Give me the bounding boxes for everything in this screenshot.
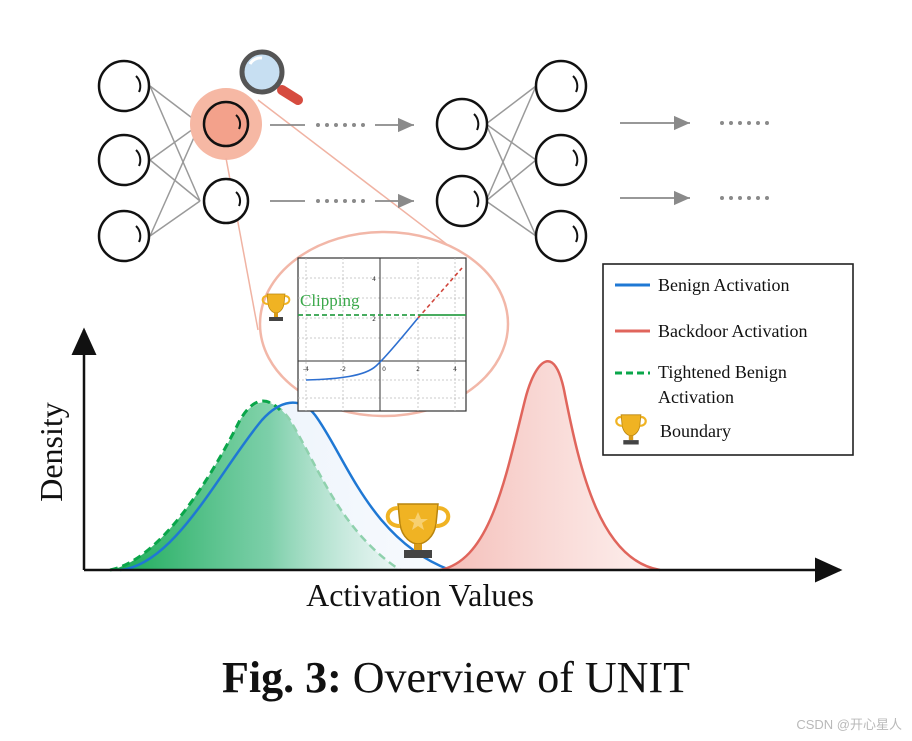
- x-axis-label: Activation Values: [306, 577, 534, 613]
- layer-arrows: [270, 115, 769, 209]
- boundary-trophy-icon: [385, 503, 451, 558]
- svg-text:Benign Activation: Benign Activation: [658, 275, 789, 295]
- inset-y-tick: 4: [372, 276, 376, 283]
- highlighted-neuron: [202, 100, 250, 148]
- legend-item-boundary: Boundary: [615, 414, 731, 445]
- y-axis-label: Density: [33, 402, 69, 502]
- inset-x-tick: -4: [303, 366, 309, 373]
- inset-grid: [298, 258, 466, 411]
- inset-x-tick: 4: [453, 366, 457, 373]
- svg-text:Tightened Benign: Tightened Benign: [658, 362, 787, 382]
- watermark: CSDN @开心星人: [796, 717, 902, 732]
- unit-overview-figure: Density Activation Values -4 -2 0 2 4 4 …: [33, 49, 854, 613]
- trophy-icon: [615, 414, 647, 445]
- neuron: [534, 59, 588, 113]
- benign-curve: [119, 401, 451, 572]
- neuron: [534, 133, 588, 187]
- neurons: [97, 59, 588, 263]
- ellipsis-dots: [720, 121, 769, 125]
- ellipsis-dots: [316, 199, 365, 203]
- neuron: [97, 59, 151, 113]
- svg-text:Boundary: Boundary: [660, 421, 731, 441]
- neuron: [534, 209, 588, 263]
- inset-y-tick: 2: [372, 316, 376, 323]
- ellipsis-dots: [720, 196, 769, 200]
- inset-x-tick: -2: [340, 366, 346, 373]
- legend: Benign Activation Backdoor Activation Ti…: [602, 263, 854, 456]
- backdoor-curve: [439, 360, 661, 572]
- legend-item-backdoor: Backdoor Activation: [615, 321, 807, 341]
- density-chart: Density Activation Values: [33, 327, 843, 613]
- ellipsis-dots: [316, 123, 365, 127]
- inset-x-tick: 0: [382, 366, 386, 373]
- neuron: [435, 97, 489, 151]
- svg-text:Activation: Activation: [658, 387, 734, 407]
- caption-label: Fig. 3:: [222, 653, 342, 702]
- neuron: [202, 177, 250, 225]
- neuron: [97, 209, 151, 263]
- tightened-benign-curve: [109, 401, 401, 572]
- tightened-benign-curve-left: [109, 399, 282, 572]
- neuron: [97, 133, 151, 187]
- svg-text:Backdoor Activation: Backdoor Activation: [658, 321, 807, 341]
- neuron: [435, 174, 489, 228]
- legend-item-benign: Benign Activation: [615, 275, 789, 295]
- backdoor-fill: [440, 361, 660, 570]
- caption-text: Overview of UNIT: [352, 653, 690, 702]
- clipping-label: Clipping: [300, 291, 360, 310]
- figure-caption: Fig. 3: Overview of UNIT: [0, 652, 912, 703]
- trophy-icon: [261, 293, 291, 321]
- legend-item-tightened: Tightened Benign Activation: [615, 362, 787, 407]
- inset-x-tick: 2: [416, 366, 420, 373]
- inset-activation-curve: [305, 317, 419, 381]
- clipping-inset: -4 -2 0 2 4 4 2 Clipping: [258, 230, 510, 418]
- magnifier-icon: [239, 49, 303, 105]
- network-connections: [149, 85, 537, 237]
